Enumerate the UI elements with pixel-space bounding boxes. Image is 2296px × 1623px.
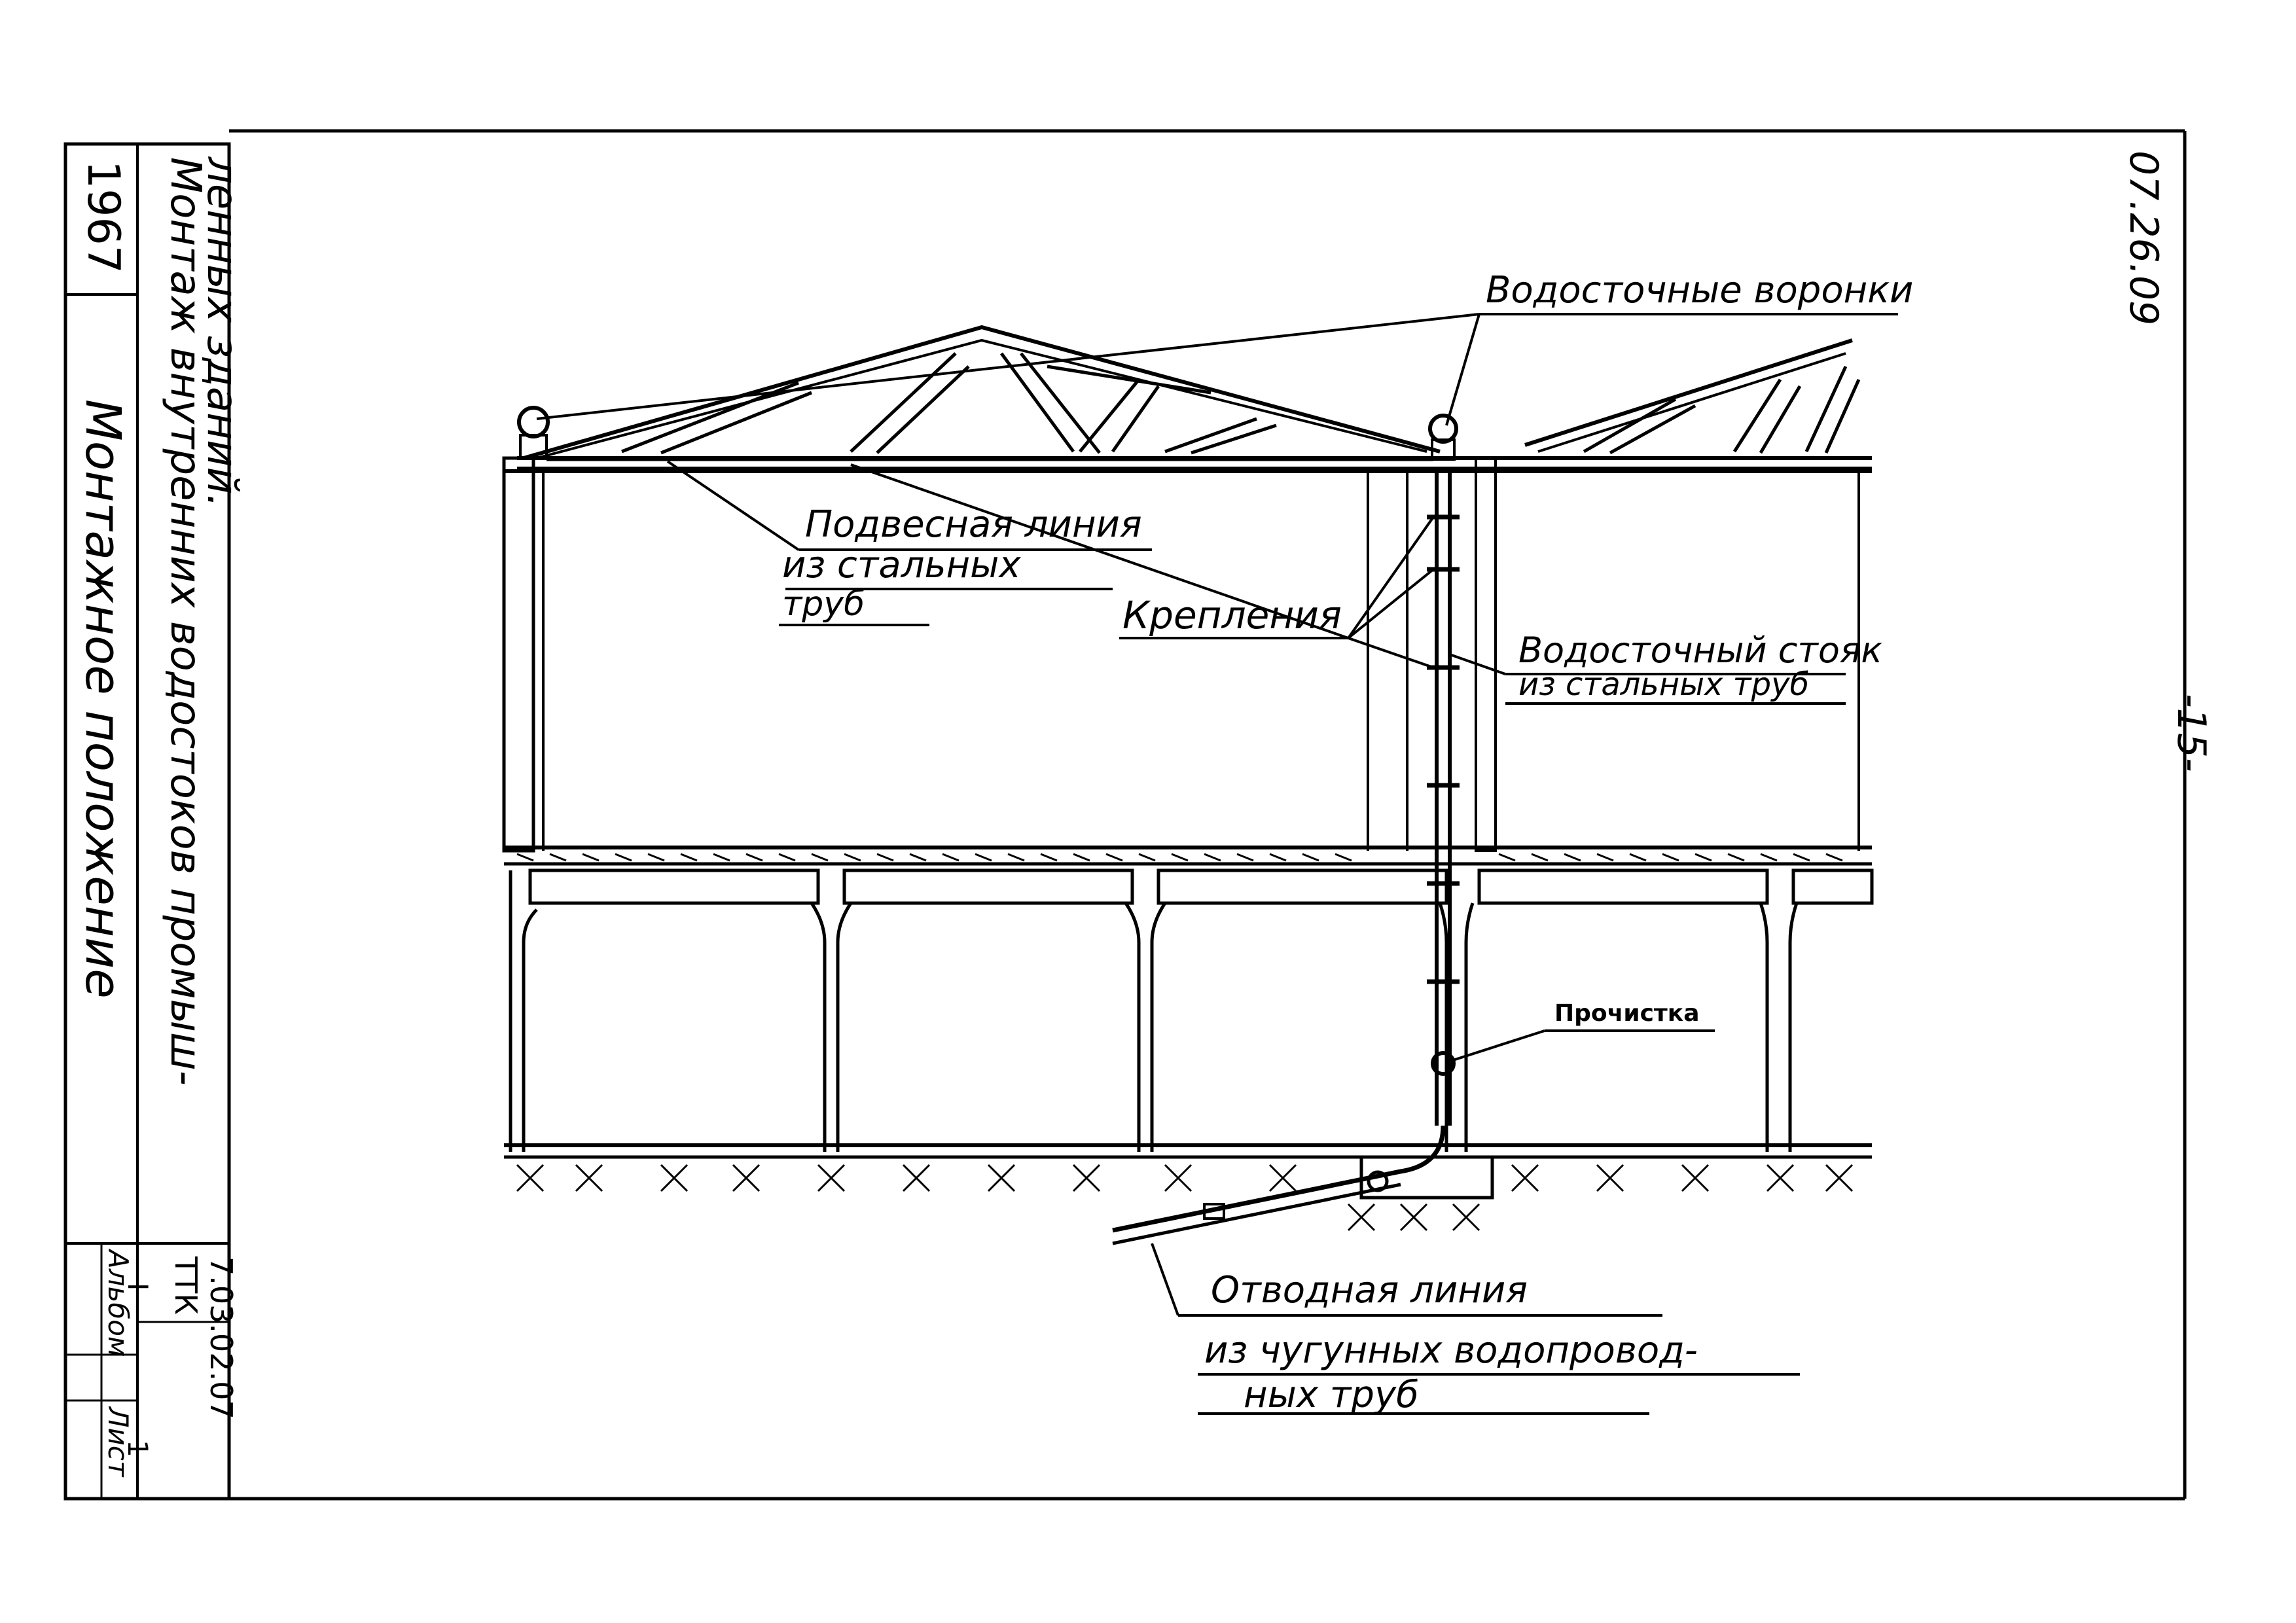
label-outlet-1: Отводная линия xyxy=(1211,1269,1528,1311)
label-outlet-2: из чугунных водопровод- xyxy=(1204,1329,1698,1372)
label-suspended-line-1: Подвесная линия xyxy=(805,503,1142,546)
ttk-label: ТТК xyxy=(168,1256,204,1315)
sheet-label: Лист xyxy=(102,1406,134,1478)
album-label: Альбом xyxy=(102,1248,134,1357)
roof-funnel-left xyxy=(517,406,550,438)
label-riser-1: Водосточный стояк xyxy=(1518,630,1882,671)
title-line-2: ленных зданий. xyxy=(198,156,246,508)
title-block: 1967 Монтаж внутренних водостоков промыш… xyxy=(63,142,246,1501)
ttk-code: 7.03.02.07 xyxy=(204,1257,239,1419)
intermediate-floor xyxy=(504,846,1874,905)
cleanout-fitting xyxy=(1431,1051,1456,1076)
leader-lines xyxy=(536,313,1898,1415)
drainage-system xyxy=(517,406,1460,1245)
sheet-frame xyxy=(72,129,2187,1501)
title-subtitle: Монтажное положение xyxy=(75,399,131,999)
upper-storey-structure xyxy=(502,456,1860,853)
sheet-value: 1 xyxy=(122,1440,154,1457)
label-fastenings: Крепления xyxy=(1122,593,1342,637)
callout-labels: Водосточные воронки Подвесная линия из с… xyxy=(782,269,1913,1416)
label-roof-funnels: Водосточные воронки xyxy=(1486,269,1913,312)
document-code: 07.26.09 xyxy=(2121,151,2166,325)
label-outlet-3: ных труб xyxy=(1244,1374,1419,1416)
label-suspended-line-2: из стальных xyxy=(782,544,1021,586)
label-riser-2: из стальных труб xyxy=(1518,666,1809,703)
label-cleanout: Прочистка xyxy=(1554,1000,1700,1027)
title-year: 1967 xyxy=(77,160,129,274)
page-number: -15- xyxy=(2168,694,2214,772)
truss-left-top-chord xyxy=(523,325,1441,460)
roof-funnel-right xyxy=(1428,414,1458,444)
album-value: I xyxy=(122,1283,154,1291)
outlet-pipe xyxy=(1112,1125,1446,1233)
title-line-1: Монтаж внутренних водостоков промыш- xyxy=(161,157,209,1086)
lower-storey-columns xyxy=(509,870,1799,1152)
truss-right-top-chord xyxy=(1524,338,1853,447)
ground-floor xyxy=(504,1143,1872,1232)
label-suspended-line-3: труб xyxy=(782,584,865,624)
